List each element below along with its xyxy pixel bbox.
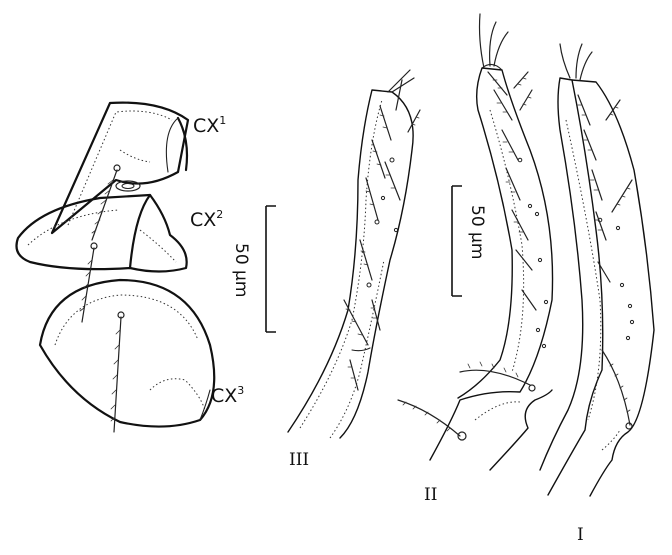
coxal-seta-1 <box>91 164 121 241</box>
scale-bar-right-label: 50 µm <box>467 205 487 259</box>
leg-2-drawing <box>397 13 554 471</box>
leg-label-2: II <box>424 485 437 505</box>
leg-label-1: I <box>577 525 584 545</box>
scale-bar-left: 50 µm <box>231 205 276 333</box>
scale-bar-right: 50 µm <box>451 185 487 297</box>
coxal-seta-3 <box>110 311 125 433</box>
leg-1-drawing <box>539 43 655 497</box>
coxal-seta-2 <box>79 242 98 323</box>
leg-label-3: III <box>289 450 309 470</box>
coxa-3 <box>38 278 216 428</box>
scale-bar-left-label: 50 µm <box>231 243 251 297</box>
coxa-label-2: CX2 <box>190 208 223 231</box>
coxa-label-1: CX1 <box>193 114 226 137</box>
coxa-label-3: CX3 <box>211 384 244 407</box>
coxa-2 <box>15 193 188 273</box>
leg-3-drawing <box>287 69 421 439</box>
coxa-1 <box>50 101 190 235</box>
